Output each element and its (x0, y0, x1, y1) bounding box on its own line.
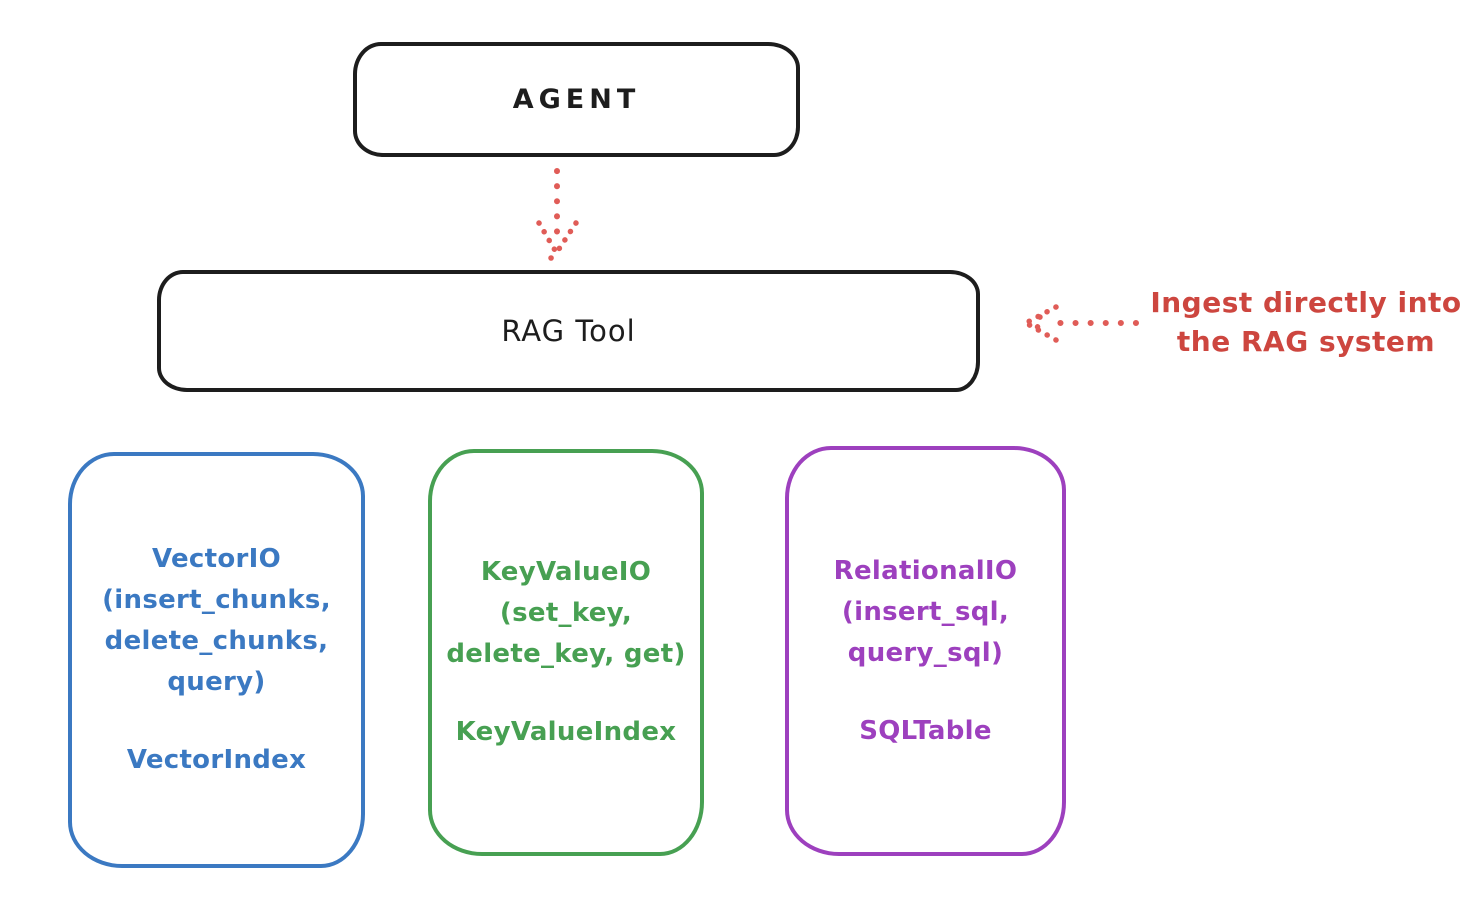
relationalio-title: RelationalIO (833, 555, 1018, 586)
vectorio-methods-line2: delete_chunks, (104, 626, 329, 656)
vectorio-title: VectorIO (151, 544, 282, 574)
vectorio-methods-line1: (insert_chunks, (102, 585, 331, 615)
keyvalueio-methods-line2: delete_key, get) (446, 639, 686, 669)
relationalio-index-label: SQLTable (859, 715, 992, 746)
keyvalueio-methods-line1: (set_key, (499, 598, 633, 628)
relationalio-node: RelationalIO (insert_sql, query_sql) SQL… (785, 446, 1066, 856)
keyvalueio-title: KeyValueIO (480, 557, 652, 587)
relationalio-methods-line2: query_sql) (847, 637, 1004, 668)
vectorio-methods-line3: query) (167, 667, 266, 697)
keyvalueio-node: KeyValueIO (set_key, delete_key, get) Ke… (428, 449, 704, 856)
rag-tool-node: RAG Tool (157, 270, 980, 392)
ingest-annotation-line2: the RAG system (1176, 325, 1436, 358)
rag-tool-label: RAG Tool (501, 314, 636, 348)
relationalio-methods-line1: (insert_sql, (841, 596, 1010, 627)
ingest-annotation: Ingest directly into the RAG system (1135, 283, 1477, 361)
ingest-annotation-line1: Ingest directly into (1150, 286, 1462, 319)
vectorio-index-label: VectorIndex (126, 745, 307, 775)
agent-to-ragtool-arrow (536, 168, 579, 261)
vectorio-node: VectorIO (insert_chunks, delete_chunks, … (68, 452, 365, 868)
keyvalueio-index-label: KeyValueIndex (455, 717, 677, 747)
agent-label: AGENT (512, 84, 641, 115)
agent-node: AGENT (353, 42, 800, 157)
ingest-arrow (1023, 304, 1139, 343)
